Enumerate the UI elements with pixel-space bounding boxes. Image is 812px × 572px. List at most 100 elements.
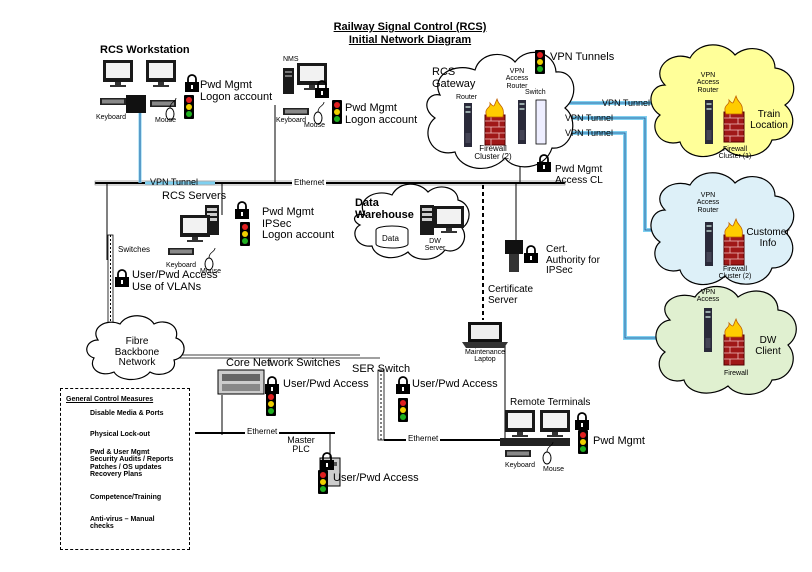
legend-item-disable-media: Disable Media & Ports	[90, 410, 164, 417]
vpn-tunnels-legend: VPN Tunnels	[550, 51, 615, 63]
padlock-icon	[319, 452, 335, 471]
router-icon	[464, 103, 472, 147]
backbone-vpn-label: VPN Tunnel	[150, 177, 199, 187]
switch-icon	[535, 99, 547, 145]
legend-item-pwd-mgmt: Pwd & User Mgmt Security Audits / Report…	[90, 449, 174, 479]
gateway-title: RCS Gateway	[432, 66, 476, 90]
workstation-icon	[126, 95, 146, 113]
core-switches-title: Core Network Switches	[226, 357, 341, 369]
fibre-backbone-label: Fibre Backbone Network	[114, 336, 160, 368]
vpn-router-icon	[704, 308, 712, 352]
keyboard-icon	[168, 248, 194, 255]
monitor-icon	[505, 410, 535, 437]
monitor-icon	[180, 215, 210, 242]
vpn-router-icon	[705, 100, 713, 144]
data-warehouse-title: Data Warehouse	[355, 197, 414, 221]
traffic-light-icon	[266, 392, 276, 416]
dw-client-router-label: VPN Access	[696, 289, 720, 304]
vpn-link-1: VPN Tunnel	[602, 98, 651, 108]
gateway-measure: Pwd Mgmt Access CL	[555, 164, 603, 186]
monitor-icon	[540, 410, 570, 437]
gateway-vpn-router-label: VPN Access Router	[505, 68, 529, 90]
certificate-server-label: Certificate Server	[488, 284, 534, 306]
nms-keyboard-label: Keyboard	[276, 117, 306, 124]
gateway-switch-label: Switch	[525, 89, 546, 96]
traffic-light-icon	[535, 50, 545, 74]
workstation-measure: Pwd Mgmt Logon account	[200, 79, 273, 103]
padlock-icon	[234, 201, 250, 220]
padlock-icon	[114, 269, 130, 288]
traffic-light-icon	[318, 470, 328, 494]
core-switches-measure: User/Pwd Access	[283, 378, 369, 390]
train-location-cloud	[650, 44, 795, 158]
monitor-icon	[103, 60, 133, 87]
terminals-keyboard-label: Keyboard	[505, 462, 535, 469]
tower-pc-icon	[283, 68, 294, 94]
padlock-icon	[523, 245, 539, 264]
traffic-light-icon	[398, 398, 408, 422]
customer-info-router-label: VPN Access Router	[696, 192, 720, 214]
dw-client-firewall-label: Firewall	[724, 370, 749, 377]
customer-info-firewall-label: Firewall Cluster (2)	[718, 266, 752, 281]
workstation-mouse-label: Mouse	[155, 117, 177, 124]
nms-measure: Pwd Mgmt Logon account	[345, 102, 418, 126]
ser-switch-title: SER Switch	[352, 363, 411, 375]
backbone-ethernet-label: Ethernet	[292, 178, 327, 188]
servers-measure: Pwd Mgmt IPSec Logon account	[262, 206, 335, 242]
rcs-servers-title: RCS Servers	[162, 190, 227, 202]
padlock-icon	[395, 376, 411, 395]
server-icon	[505, 240, 523, 254]
mouse-icon	[204, 247, 216, 271]
server-icon	[420, 205, 434, 235]
customer-info-title: Customer Info	[746, 227, 790, 249]
traffic-light-icon	[240, 222, 250, 246]
padlock-icon	[264, 376, 280, 395]
ethernet-left-label: Ethernet	[245, 427, 280, 437]
keyboard-icon	[100, 98, 126, 105]
servers-mouse-label: Mouse	[200, 268, 222, 275]
vpn-link-3: VPN Tunnel	[565, 128, 614, 138]
data-label: Data	[382, 234, 399, 243]
gateway-firewall-label: Firewall Cluster (2)	[474, 144, 512, 162]
servers-keyboard-label: Keyboard	[166, 262, 196, 269]
diagram-title: Railway Signal Control (RCS)	[333, 21, 487, 33]
terminals-mouse-label: Mouse	[543, 466, 565, 473]
maintenance-laptop-label: Maintenance Laptop	[464, 349, 506, 364]
terminals-measure: Pwd Mgmt	[593, 435, 645, 447]
plc-measure: User/Pwd Access	[333, 472, 419, 484]
monitor-icon	[297, 63, 327, 90]
diagram-subtitle: Initial Network Diagram	[348, 34, 472, 46]
fibre-backbone-cloud	[86, 315, 185, 381]
keyboard-icon	[505, 450, 531, 457]
switches-measure: User/Pwd Access Use of VLANs	[132, 269, 218, 293]
vpn-router-icon	[705, 222, 713, 266]
train-location-title: Train Location	[750, 109, 788, 131]
train-location-router-label: VPN Access Router	[696, 72, 720, 94]
plc-title: Master PLC	[287, 435, 315, 455]
nms-title: NMS	[283, 56, 299, 63]
vpn-router-icon	[518, 100, 526, 144]
mouse-icon	[313, 101, 325, 125]
switches-title: Switches	[118, 245, 151, 254]
traffic-light-icon	[332, 100, 342, 124]
legend-item-training: Competence/Training	[90, 494, 162, 501]
traffic-light-icon	[184, 95, 194, 119]
remote-terminals-title: Remote Terminals	[510, 397, 591, 408]
cert-authority-label: Cert. Authority for IPSec	[546, 244, 600, 276]
monitor-icon	[146, 60, 176, 87]
dw-server-label: DW Server	[424, 238, 446, 253]
legend-box	[60, 388, 190, 550]
padlock-icon	[574, 412, 590, 431]
keyboard-icon	[283, 108, 309, 115]
gateway-router-label: Router	[456, 94, 478, 101]
legend-item-lockout: Physical Lock-out	[90, 431, 150, 438]
legend-title: General Control Measures	[66, 396, 154, 403]
padlock-icon	[184, 74, 200, 93]
rcs-workstation-title: RCS Workstation	[100, 44, 190, 56]
traffic-light-icon	[578, 430, 588, 454]
nms-mouse-label: Mouse	[304, 122, 326, 129]
vpn-link-2: VPN Tunnel	[565, 113, 614, 123]
ethernet-right-label: Ethernet	[406, 434, 441, 444]
workstation-keyboard-label: Keyboard	[96, 114, 126, 121]
